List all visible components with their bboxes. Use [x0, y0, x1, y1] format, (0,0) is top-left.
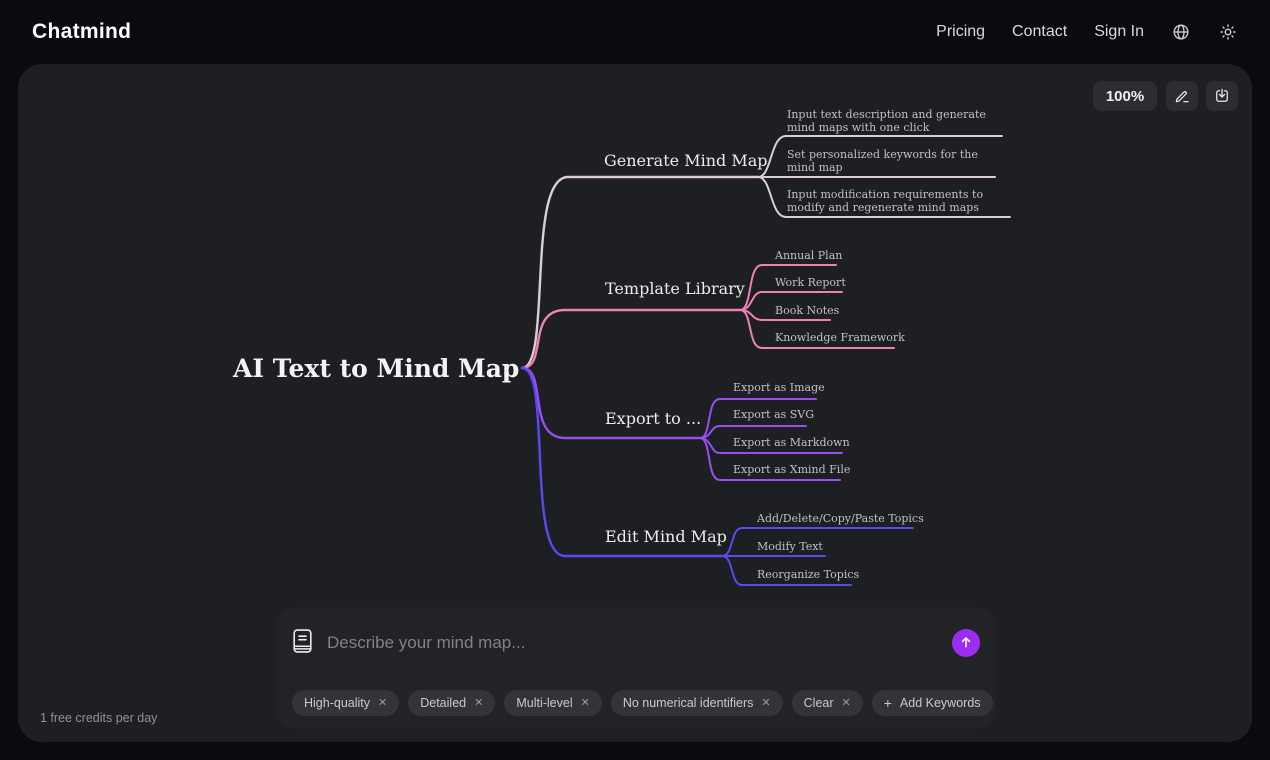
plus-icon: + — [883, 695, 892, 711]
mindmap-canvas[interactable]: 100% — [18, 64, 1252, 742]
add-keywords-button[interactable]: + Add Keywords — [871, 690, 993, 716]
language-button[interactable] — [1171, 22, 1191, 42]
keyword-label: Clear — [803, 696, 834, 710]
mindmap-branch-generate[interactable]: Generate Mind Map — [604, 151, 768, 170]
mindmap-description-input[interactable] — [325, 632, 940, 654]
send-button[interactable] — [952, 629, 980, 657]
mindmap-topic[interactable]: Export as Xmind File — [733, 463, 851, 476]
keyword-label: High-quality — [304, 696, 371, 710]
keyword-tag-multi-level[interactable]: Multi-level ✕ — [504, 690, 602, 716]
mindmap-topic[interactable]: Set personalized keywords for the mind m… — [787, 148, 978, 174]
main-nav: Pricing Contact Sign In — [936, 22, 1238, 42]
mindmap-topic[interactable]: Reorganize Topics — [757, 568, 860, 581]
keyword-tag-high-quality[interactable]: High-quality ✕ — [292, 690, 400, 716]
download-icon — [1213, 87, 1231, 105]
zoom-level-button[interactable]: 100% — [1093, 81, 1157, 111]
mindmap-branch-export[interactable]: Export to ... — [605, 409, 702, 428]
keyword-tag-no-numerical-identifiers[interactable]: No numerical identifiers ✕ — [610, 690, 783, 716]
keyword-tag-detailed[interactable]: Detailed ✕ — [408, 690, 496, 716]
keyword-tags-row: High-quality ✕ Detailed ✕ Multi-level ✕ … — [292, 690, 993, 716]
theme-toggle-button[interactable] — [1218, 22, 1238, 42]
mindmap-topic[interactable]: Export as SVG — [733, 408, 815, 421]
keyword-label: No numerical identifiers — [622, 696, 754, 710]
close-icon[interactable]: ✕ — [761, 696, 771, 709]
credits-note: 1 free credits per day — [40, 711, 158, 725]
nav-pricing[interactable]: Pricing — [936, 23, 986, 40]
mindmap-topic[interactable]: Work Report — [775, 276, 846, 289]
download-button[interactable] — [1206, 81, 1238, 111]
mindmap-topic[interactable]: Input modification requirements to modif… — [787, 188, 984, 214]
sun-icon — [1218, 22, 1238, 42]
keyword-tag-clear[interactable]: Clear ✕ — [791, 690, 863, 716]
close-icon[interactable]: ✕ — [841, 696, 851, 709]
mindmap-topic[interactable]: Export as Image — [733, 381, 825, 394]
add-keywords-label: Add Keywords — [899, 696, 981, 710]
arrow-up-icon — [958, 634, 974, 653]
mindmap-topic[interactable]: Modify Text — [757, 540, 823, 553]
branch-links-edit — [520, 366, 914, 586]
globe-icon — [1171, 22, 1191, 42]
mindmap-topic[interactable]: Book Notes — [775, 304, 840, 317]
close-icon[interactable]: ✕ — [378, 696, 388, 709]
nav-contact[interactable]: Contact — [1012, 23, 1068, 40]
composer-card: High-quality ✕ Detailed ✕ Multi-level ✕ … — [276, 607, 996, 729]
brand-logo[interactable]: Chatmind — [32, 20, 132, 43]
mindmap-root-node[interactable]: AI Text to Mind Map — [233, 354, 520, 383]
mindmap-topic[interactable]: Add/Delete/Copy/Paste Topics — [757, 512, 924, 525]
keyword-label: Multi-level — [516, 696, 573, 710]
nav-sign-in[interactable]: Sign In — [1094, 23, 1144, 40]
mindmap-branch-template[interactable]: Template Library — [605, 279, 745, 298]
mindmap-topic[interactable]: Knowledge Framework — [775, 331, 905, 344]
journal-icon — [292, 627, 313, 660]
composer-input-row — [292, 621, 980, 665]
close-icon[interactable]: ✕ — [580, 696, 590, 709]
keyword-label: Detailed — [420, 696, 467, 710]
topbar: Chatmind Pricing Contact Sign In — [0, 0, 1270, 64]
mindmap-topic[interactable]: Export as Markdown — [733, 436, 850, 449]
mindmap-topic[interactable]: Input text description and generate mind… — [787, 108, 986, 134]
mindmap-topic[interactable]: Annual Plan — [775, 249, 843, 262]
edit-button[interactable] — [1166, 81, 1198, 111]
close-icon[interactable]: ✕ — [474, 696, 484, 709]
pencil-icon — [1173, 87, 1191, 105]
mindmap-branch-edit[interactable]: Edit Mind Map — [605, 527, 727, 546]
